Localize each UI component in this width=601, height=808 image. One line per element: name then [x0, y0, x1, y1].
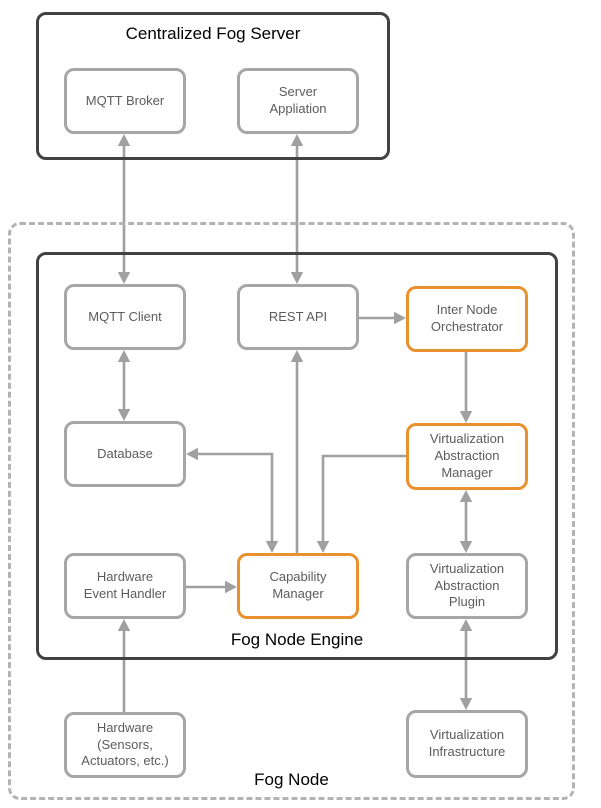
node-capability-manager: Capability Manager [237, 553, 359, 619]
node-inter-node-orchestrator: Inter Node Orchestrator [406, 286, 528, 352]
node-rest-api: REST API [237, 284, 359, 350]
node-virtualization-abstraction-manager: Virtualization Abstraction Manager [406, 423, 528, 490]
container-fog-node-engine-label: Fog Node Engine [230, 630, 364, 649]
container-fog-node: Fog Node [8, 222, 575, 800]
edge-inter-node-orchestrator-vam [459, 352, 473, 423]
node-mqtt-broker: MQTT Broker [64, 68, 186, 134]
node-virtualization-abstraction-plugin: Virtualization Abstraction Plugin [406, 553, 528, 619]
edge-hardware-event-handler-capability-manager [186, 580, 237, 594]
container-centralized-fog-server: Centralized Fog Server [36, 12, 390, 160]
container-fog-node-label: Fog Node [254, 770, 329, 789]
edge-capability-manager-database [186, 447, 279, 553]
edge-mqtt-client-database [117, 350, 131, 421]
edge-capability-manager-rest-api [290, 350, 304, 553]
node-server-application: Server Appliation [237, 68, 359, 134]
edge-vap-virtualization-infrastructure [459, 619, 473, 710]
edge-hardware-hardware-event-handler [117, 619, 131, 712]
edge-rest-api-inter-node-orchestrator [359, 311, 406, 325]
node-hardware: Hardware (Sensors, Actuators, etc.) [64, 712, 186, 778]
node-database: Database [64, 421, 186, 487]
node-mqtt-client: MQTT Client [64, 284, 186, 350]
container-fog-node-engine: Fog Node Engine [36, 252, 558, 660]
node-virtualization-infrastructure: Virtualization Infrastructure [406, 710, 528, 778]
node-hardware-event-handler: Hardware Event Handler [64, 553, 186, 619]
edge-vam-vap [459, 490, 473, 553]
edge-vam-capability-manager [316, 454, 406, 553]
container-centralized-fog-server-label: Centralized Fog Server [125, 24, 301, 43]
